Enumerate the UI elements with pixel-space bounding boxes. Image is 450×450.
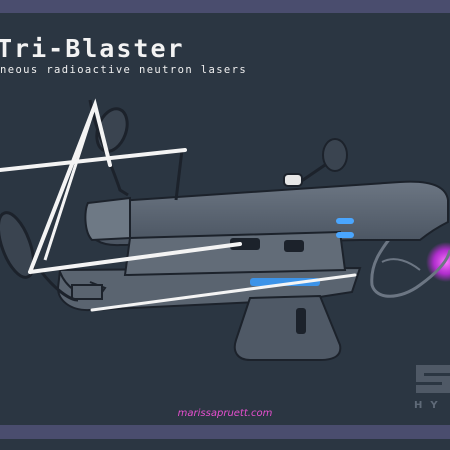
stock-inner bbox=[381, 258, 421, 271]
body-slot-1 bbox=[230, 238, 260, 250]
laser-beam-inner bbox=[43, 104, 97, 261]
barrel-shroud bbox=[84, 196, 131, 242]
sight-arm bbox=[299, 163, 326, 184]
emitter-base bbox=[71, 284, 103, 300]
stock-outline bbox=[370, 231, 450, 298]
blue-rail bbox=[250, 278, 320, 286]
mirror-arm-left bbox=[38, 269, 79, 302]
brand-logo-mark bbox=[416, 365, 450, 393]
magenta-glow bbox=[426, 242, 450, 282]
sight-mount bbox=[283, 173, 303, 187]
brand-text: HY bbox=[414, 400, 446, 411]
blue-indicator-2 bbox=[336, 232, 354, 238]
body-slot-2 bbox=[284, 240, 304, 252]
bottom-strip bbox=[0, 439, 450, 450]
blue-indicator-1 bbox=[336, 218, 354, 224]
grip-slot bbox=[296, 308, 306, 334]
top-band bbox=[0, 0, 450, 13]
page-subtitle: neous radioactive neutron lasers bbox=[0, 64, 248, 76]
laser-beam-lower bbox=[90, 273, 357, 312]
mirror-left bbox=[0, 211, 36, 279]
page-title: Tri-Blaster bbox=[0, 34, 185, 63]
artist-signature: marissapruett.com bbox=[177, 408, 273, 419]
mirror-arm-right bbox=[174, 149, 184, 201]
grip bbox=[233, 294, 342, 361]
mirror-sight bbox=[322, 138, 348, 172]
bottom-band bbox=[0, 425, 450, 439]
